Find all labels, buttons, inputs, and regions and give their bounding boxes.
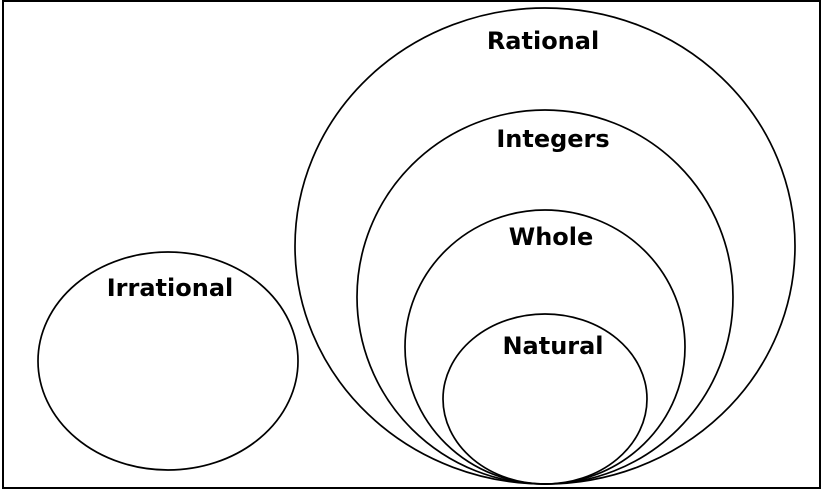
natural-set-ellipse xyxy=(442,313,648,485)
irrational-set-ellipse xyxy=(37,251,299,471)
irrational-set-label: Irrational xyxy=(107,274,234,302)
integers-set-label: Integers xyxy=(496,125,609,153)
rational-set-label: Rational xyxy=(487,27,599,55)
natural-set-label: Natural xyxy=(502,332,603,360)
whole-set-label: Whole xyxy=(509,223,594,251)
integers-set-ellipse xyxy=(356,109,734,485)
